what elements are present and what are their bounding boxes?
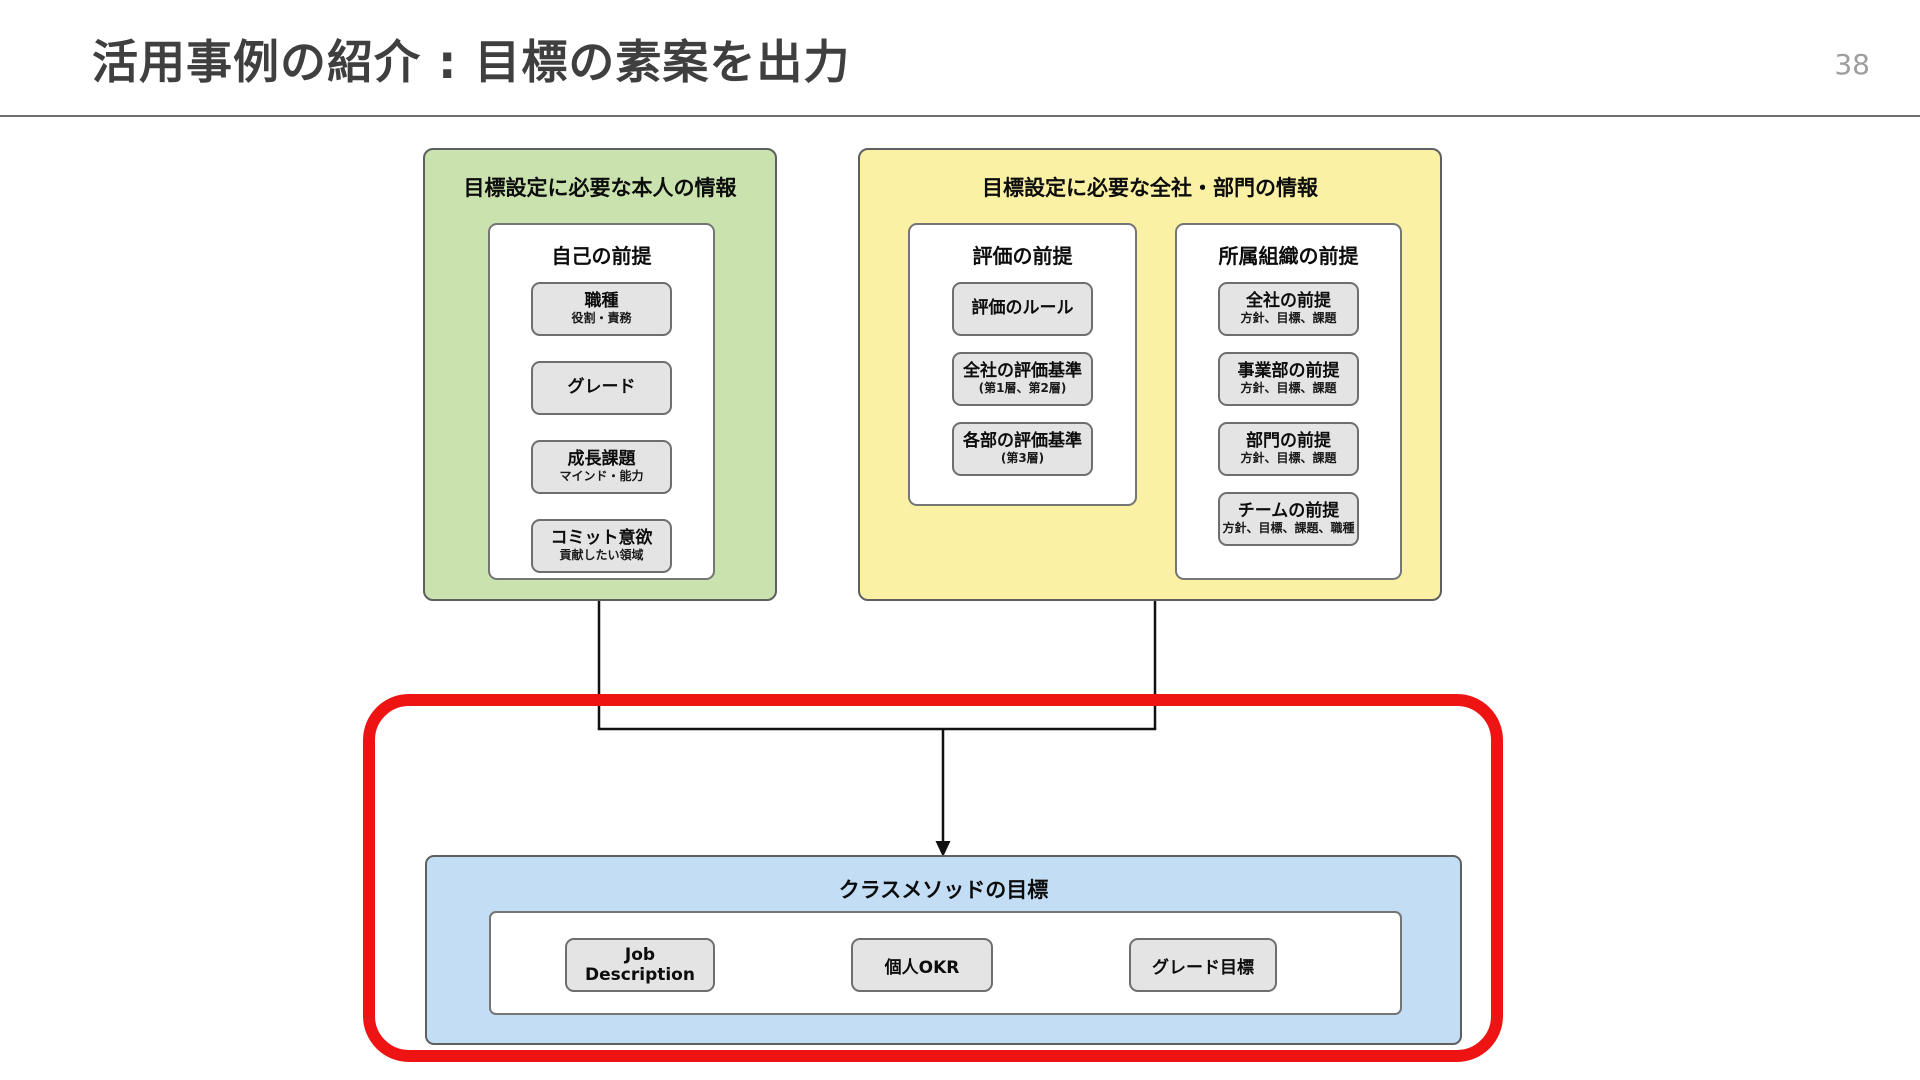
item-label: 部門の前提 (1245, 430, 1331, 451)
item-label: チームの前提 (1237, 500, 1340, 521)
item-sublabel: 役割・責務 (571, 311, 632, 326)
item-grade-goal: グレード目標 (1129, 938, 1277, 992)
item-sublabel: 方針、目標、課題 (1240, 311, 1337, 326)
organization-premise-title: 所属組織の前提 (1218, 244, 1359, 268)
item-company-eval-criteria: 全社の評価基準 (第1層、第2層) (951, 352, 1094, 406)
item-sublabel: 方針、目標、課題 (1240, 381, 1337, 396)
item-label: コミット意欲 (550, 527, 653, 548)
self-premise-items: 職種 役割・責務 グレード 成長課題 マインド・能力 コミット意欲 貢献したい領… (490, 282, 713, 573)
item-label: 成長課題 (567, 448, 636, 469)
item-grade: グレード (531, 361, 672, 415)
item-company-premise: 全社の前提 方針、目標、課題 (1218, 282, 1359, 336)
item-team-premise: チームの前提 方針、目標、課題、職種 (1218, 492, 1359, 546)
item-sublabel: 方針、目標、課題、職種 (1222, 521, 1355, 536)
item-personal-okr: 個人OKR (851, 938, 993, 992)
self-premise-title: 自己の前提 (551, 244, 652, 268)
item-label: 全社の前提 (1245, 290, 1331, 311)
page-title: 活用事例の紹介 : 目標の素案を出力 (92, 35, 851, 89)
item-sublabel: マインド・能力 (559, 469, 644, 484)
organization-premise-group: 所属組織の前提 全社の前提 方針、目標、課題 事業部の前提 方針、目標、課題 部… (1175, 223, 1402, 580)
company-info-section: 目標設定に必要な全社・部門の情報 評価の前提 評価のルール 全社の評価基準 (第… (858, 148, 1442, 601)
item-sublabel: (第3層) (1000, 451, 1045, 466)
evaluation-premise-title: 評価の前提 (972, 244, 1073, 268)
item-label: 全社の評価基準 (963, 360, 1082, 381)
goals-section-title: クラスメソッドの目標 (838, 878, 1049, 902)
item-eval-rule: 評価のルール (951, 282, 1094, 336)
goals-inner-group: Job Description 個人OKR グレード目標 (489, 911, 1402, 1015)
item-label: 各部の評価基準 (963, 430, 1082, 451)
item-label: グレード (567, 377, 636, 398)
company-section-title: 目標設定に必要な全社・部門の情報 (982, 176, 1318, 200)
personal-info-section: 目標設定に必要な本人の情報 自己の前提 職種 役割・責務 グレード 成長課題 マ… (423, 148, 777, 601)
personal-section-title: 目標設定に必要な本人の情報 (463, 176, 737, 200)
self-premise-group: 自己の前提 職種 役割・責務 グレード 成長課題 マインド・能力 コミット意欲 … (488, 223, 715, 580)
item-sublabel: 方針、目標、課題 (1240, 451, 1337, 466)
header-divider (0, 115, 1920, 117)
goals-section: クラスメソッドの目標 Job Description 個人OKR グレード目標 (425, 855, 1462, 1045)
item-business-unit-premise: 事業部の前提 方針、目標、課題 (1218, 352, 1359, 406)
item-label: 評価のルール (971, 298, 1074, 319)
item-label: 職種 (584, 290, 619, 311)
item-label: 事業部の前提 (1237, 360, 1340, 381)
item-job-description: Job Description (565, 938, 715, 992)
item-commit-will: コミット意欲 貢献したい領域 (531, 519, 672, 573)
organization-premise-items: 全社の前提 方針、目標、課題 事業部の前提 方針、目標、課題 部門の前提 方針、… (1177, 282, 1400, 546)
item-division-premise: 部門の前提 方針、目標、課題 (1218, 422, 1359, 476)
item-shokushu: 職種 役割・責務 (531, 282, 672, 336)
evaluation-premise-group: 評価の前提 評価のルール 全社の評価基準 (第1層、第2層) 各部の評価基準 (… (908, 223, 1137, 506)
item-growth-issue: 成長課題 マインド・能力 (531, 440, 672, 494)
page-number: 38 (1834, 48, 1870, 81)
evaluation-premise-items: 評価のルール 全社の評価基準 (第1層、第2層) 各部の評価基準 (第3層) (910, 282, 1135, 476)
item-dept-eval-criteria: 各部の評価基準 (第3層) (951, 422, 1094, 476)
item-sublabel: (第1層、第2層) (978, 381, 1067, 396)
arrowhead-icon (935, 841, 951, 857)
item-sublabel: 貢献したい領域 (559, 548, 644, 563)
